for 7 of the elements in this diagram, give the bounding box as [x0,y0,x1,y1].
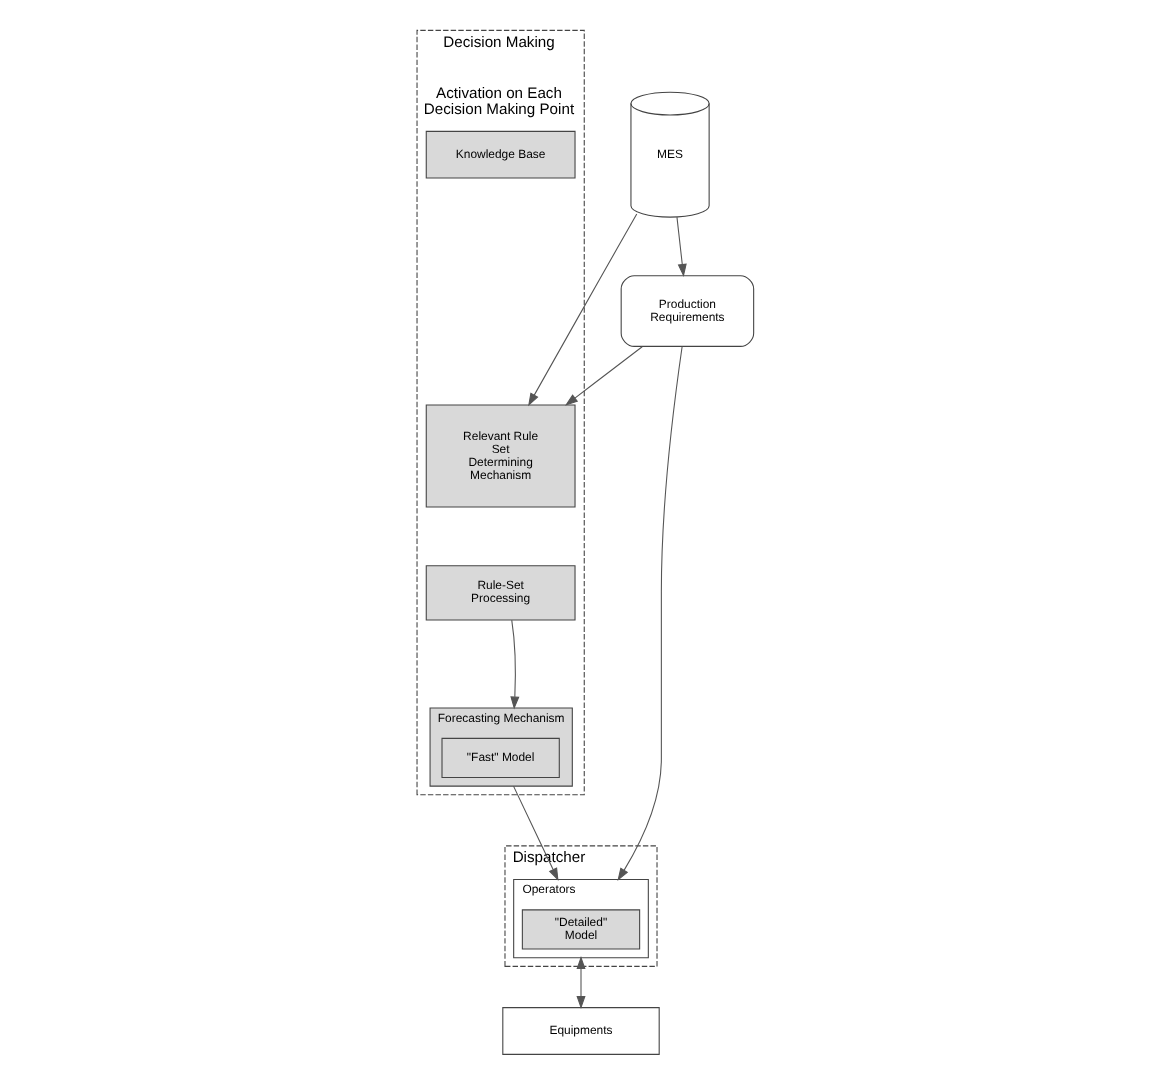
arrow [528,213,638,407]
arrow [676,216,687,278]
arrow [617,345,683,881]
arrow [564,346,643,406]
arrow [510,619,520,710]
arrow [512,785,559,881]
arrow [576,956,586,1010]
